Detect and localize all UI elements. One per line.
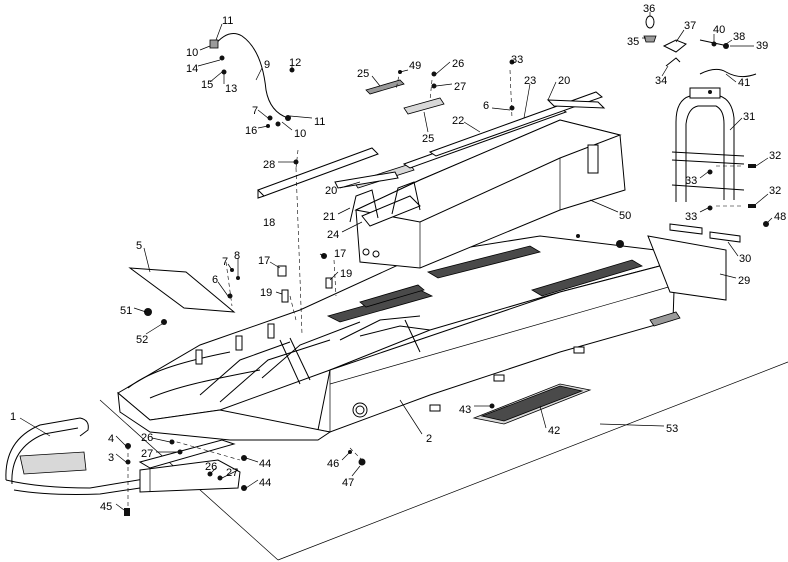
callout-label: 44 [259, 477, 271, 489]
callout-label: 36 [643, 3, 655, 15]
storage-box-50 [354, 119, 626, 269]
callout-label: 19 [340, 268, 352, 280]
callout-label: 7 [222, 256, 228, 268]
angle-bar-18 [257, 147, 379, 199]
callout-label: 34 [655, 75, 667, 87]
callout-label: 21 [323, 211, 335, 223]
callout-label: 47 [342, 477, 354, 489]
callout-label: 53 [666, 423, 678, 435]
callout-label: 12 [289, 57, 301, 69]
callout-label: 38 [733, 31, 745, 43]
cable-9 [209, 33, 291, 128]
callout-label: 30 [739, 253, 751, 265]
callout-label: 29 [738, 275, 750, 287]
callout-label: 18 [263, 217, 275, 229]
callout-label: 46 [327, 458, 339, 470]
callout-label: 32 [769, 185, 781, 197]
rails-20-22-23 [334, 91, 606, 189]
callout-label: 33 [685, 175, 697, 187]
callout-label: 51 [120, 305, 132, 317]
plates-25 [365, 79, 445, 115]
chassis-tunnel [117, 235, 681, 441]
callout-label: 25 [357, 68, 369, 80]
callout-label: 35 [627, 36, 639, 48]
callout-label: 42 [548, 425, 560, 437]
mud-flap-29 [647, 223, 741, 301]
callout-label: 6 [483, 100, 489, 112]
callout-label: 33 [685, 211, 697, 223]
callout-label: 32 [769, 150, 781, 162]
callout-label: 23 [524, 75, 536, 87]
callout-label: 27 [226, 467, 238, 479]
callout-label: 20 [558, 75, 570, 87]
callout-label: 26 [452, 58, 464, 70]
lower-panels-26-27 [138, 439, 241, 493]
callout-label: 26 [205, 461, 217, 473]
callout-label: 2 [426, 433, 432, 445]
callout-label: 43 [459, 404, 471, 416]
callout-label: 17 [334, 248, 346, 260]
callout-label: 45 [100, 501, 112, 513]
callout-label: 14 [186, 63, 198, 75]
callout-label: 49 [409, 60, 421, 72]
callout-label: 40 [713, 24, 725, 36]
callout-label: 11 [314, 116, 325, 128]
callout-label: 37 [684, 20, 696, 32]
callout-label: 20 [325, 185, 337, 197]
grab-handle-31 [671, 87, 745, 202]
callout-label: 22 [452, 115, 464, 127]
callout-label: 39 [756, 40, 768, 52]
callout-label: 26 [141, 432, 153, 444]
callout-label: 33 [511, 54, 523, 66]
callout-label: 17 [258, 255, 270, 267]
callout-label: 3 [108, 452, 114, 464]
callout-label: 13 [225, 83, 237, 95]
callout-label: 10 [186, 47, 198, 59]
callout-label: 9 [264, 59, 270, 71]
callout-label: 27 [141, 448, 153, 460]
callout-label: 1 [10, 411, 16, 423]
callout-label: 19 [260, 287, 272, 299]
callout-label: 16 [245, 125, 257, 137]
callout-label: 41 [738, 77, 750, 89]
lock-parts-34-41 [643, 15, 757, 78]
callout-label: 7 [252, 105, 258, 117]
callout-label: 5 [136, 240, 142, 252]
front-bumper-1 [5, 417, 151, 495]
callout-label: 44 [259, 458, 271, 470]
callout-label: 25 [422, 133, 434, 145]
callout-label: 28 [263, 159, 275, 171]
callout-label: 52 [136, 334, 148, 346]
running-board-42 [472, 383, 592, 425]
callout-label: 4 [108, 433, 114, 445]
callout-label: 50 [619, 210, 631, 222]
plate-5 [128, 267, 236, 313]
callout-label: 8 [234, 250, 240, 262]
callout-label: 48 [774, 211, 786, 223]
callout-label: 15 [201, 79, 213, 91]
leader-lines [19, 12, 773, 511]
callout-label: 24 [327, 229, 339, 241]
fasteners [124, 55, 769, 516]
callout-label: 11 [222, 15, 233, 27]
callout-label: 31 [743, 111, 755, 123]
callout-label: 10 [294, 128, 306, 140]
callout-label: 6 [212, 274, 218, 286]
callout-label: 27 [454, 81, 466, 93]
deck-mesh [326, 245, 643, 323]
